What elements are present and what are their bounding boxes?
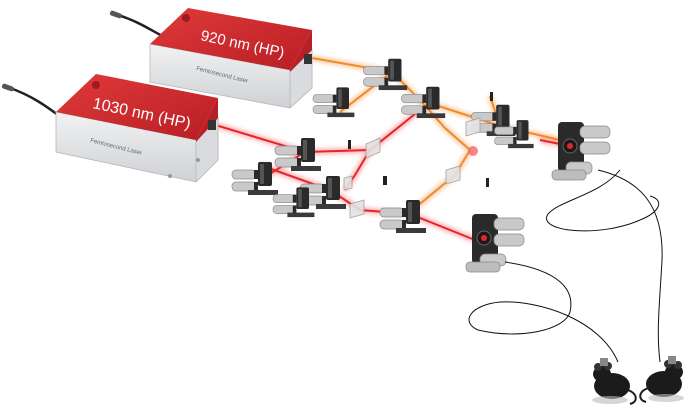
mirror-mount-icon <box>401 86 446 119</box>
fiber-cable-icon <box>468 261 619 363</box>
mirror-mount-icon <box>299 176 346 209</box>
laser-head-920: 920 nm (HP) Femtosecond Laser <box>109 8 313 109</box>
fiber-cables <box>468 169 663 363</box>
mouse-icon <box>639 356 684 403</box>
fiber-cable-icon <box>597 169 663 363</box>
objective-icon <box>465 214 525 273</box>
mirror-mount-icon <box>231 162 278 195</box>
mirror-mount-icon <box>494 120 534 149</box>
laser-head-1030: 1030 nm (HP) Femtosecond Laser <box>1 74 219 183</box>
objective-icon <box>551 122 611 181</box>
beam-splitter-icon <box>343 175 353 191</box>
objectives <box>465 122 611 273</box>
mirror-mounts <box>231 58 534 233</box>
beam-splitter-icon <box>349 199 365 219</box>
mirror-mount-icon <box>274 138 321 171</box>
mirror-mount-icon <box>379 200 426 233</box>
beam-splitter-icon <box>365 137 381 159</box>
fiber-cable-icon <box>546 169 641 232</box>
beam-splitter-icon <box>445 165 461 185</box>
beam-splitter-icon <box>465 117 481 137</box>
beam-1030-main <box>211 109 421 154</box>
filters <box>348 92 493 187</box>
mirror-mount-icon <box>272 187 315 218</box>
mice <box>592 356 684 405</box>
mouse-icon <box>592 358 637 405</box>
beam-splitters <box>343 117 481 219</box>
mirror-mount-icon <box>312 87 355 118</box>
mirror-mount-icon <box>363 58 408 91</box>
